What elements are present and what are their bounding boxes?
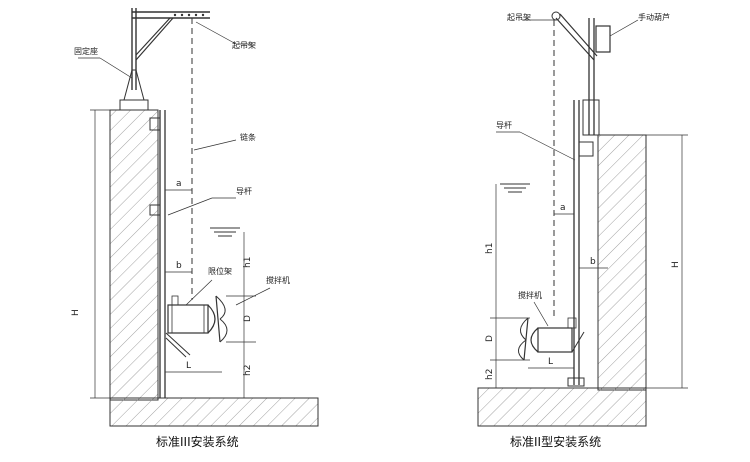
right-dim-H: H <box>646 134 688 389</box>
right-dim-b: b <box>579 257 608 269</box>
left-dim-b-label: b <box>176 261 182 271</box>
left-figure: 起吊架 链条 导杆 限位架 搅拌机 固定座 H a b h1 D h2 <box>71 8 319 449</box>
right-water-level <box>500 183 530 193</box>
right-dim-b-label: b <box>590 257 596 267</box>
right-floor <box>477 387 647 427</box>
right-dim-h2-label: h2 <box>485 369 495 380</box>
right-dim-L-label: L <box>548 357 553 367</box>
left-label-chain: 链条 <box>240 132 256 142</box>
left-dim-H-label: H <box>71 309 81 316</box>
right-dim-H-label: H <box>671 261 681 268</box>
right-dim-a-label: a <box>560 203 566 213</box>
right-dim-L: L <box>528 357 574 369</box>
left-floor <box>109 397 319 427</box>
left-caption: 标准III安装系统 <box>156 434 239 449</box>
left-dim-b: b <box>165 261 192 273</box>
left-crane-arm <box>132 11 210 61</box>
left-wall <box>109 109 159 401</box>
left-label-base: 固定座 <box>74 46 98 56</box>
left-dim-L-label: L <box>186 361 191 371</box>
left-dim-a-label: a <box>176 179 182 189</box>
right-dim-D-label: D <box>485 335 495 342</box>
left-dim-h1-label: h1 <box>243 257 253 268</box>
right-label-winch: 手动葫芦 <box>638 12 670 22</box>
left-dim-H: H <box>71 109 120 399</box>
left-label-mixer: 搅拌机 <box>266 275 290 285</box>
left-dim-h2-label: h2 <box>243 365 253 376</box>
right-mixer <box>518 317 585 361</box>
left-dim-a: a <box>165 179 192 191</box>
right-crane-arm <box>555 17 595 61</box>
right-label-guide-rod: 导杆 <box>496 120 512 130</box>
left-label-guide-rod: 导杆 <box>236 186 252 196</box>
right-wall <box>597 134 647 391</box>
left-mixer <box>165 295 228 358</box>
left-water-level <box>210 227 240 237</box>
left-dim-D-label: D <box>243 315 253 322</box>
left-label-crane: 起吊架 <box>232 41 256 50</box>
left-label-limit-bracket: 限位架 <box>208 266 232 276</box>
right-caption: 标准II型安装系统 <box>510 434 601 449</box>
right-dim-h1-label: h1 <box>485 243 495 254</box>
right-label-mixer: 搅拌机 <box>518 290 542 300</box>
left-dim-L: L <box>165 361 222 373</box>
right-label-crane: 起吊架 <box>507 13 531 22</box>
right-winch <box>595 25 611 53</box>
right-dim-a: a <box>554 203 574 215</box>
right-figure: 起吊架 手动葫芦 导杆 搅拌机 H a b h1 D h2 L <box>477 11 688 449</box>
